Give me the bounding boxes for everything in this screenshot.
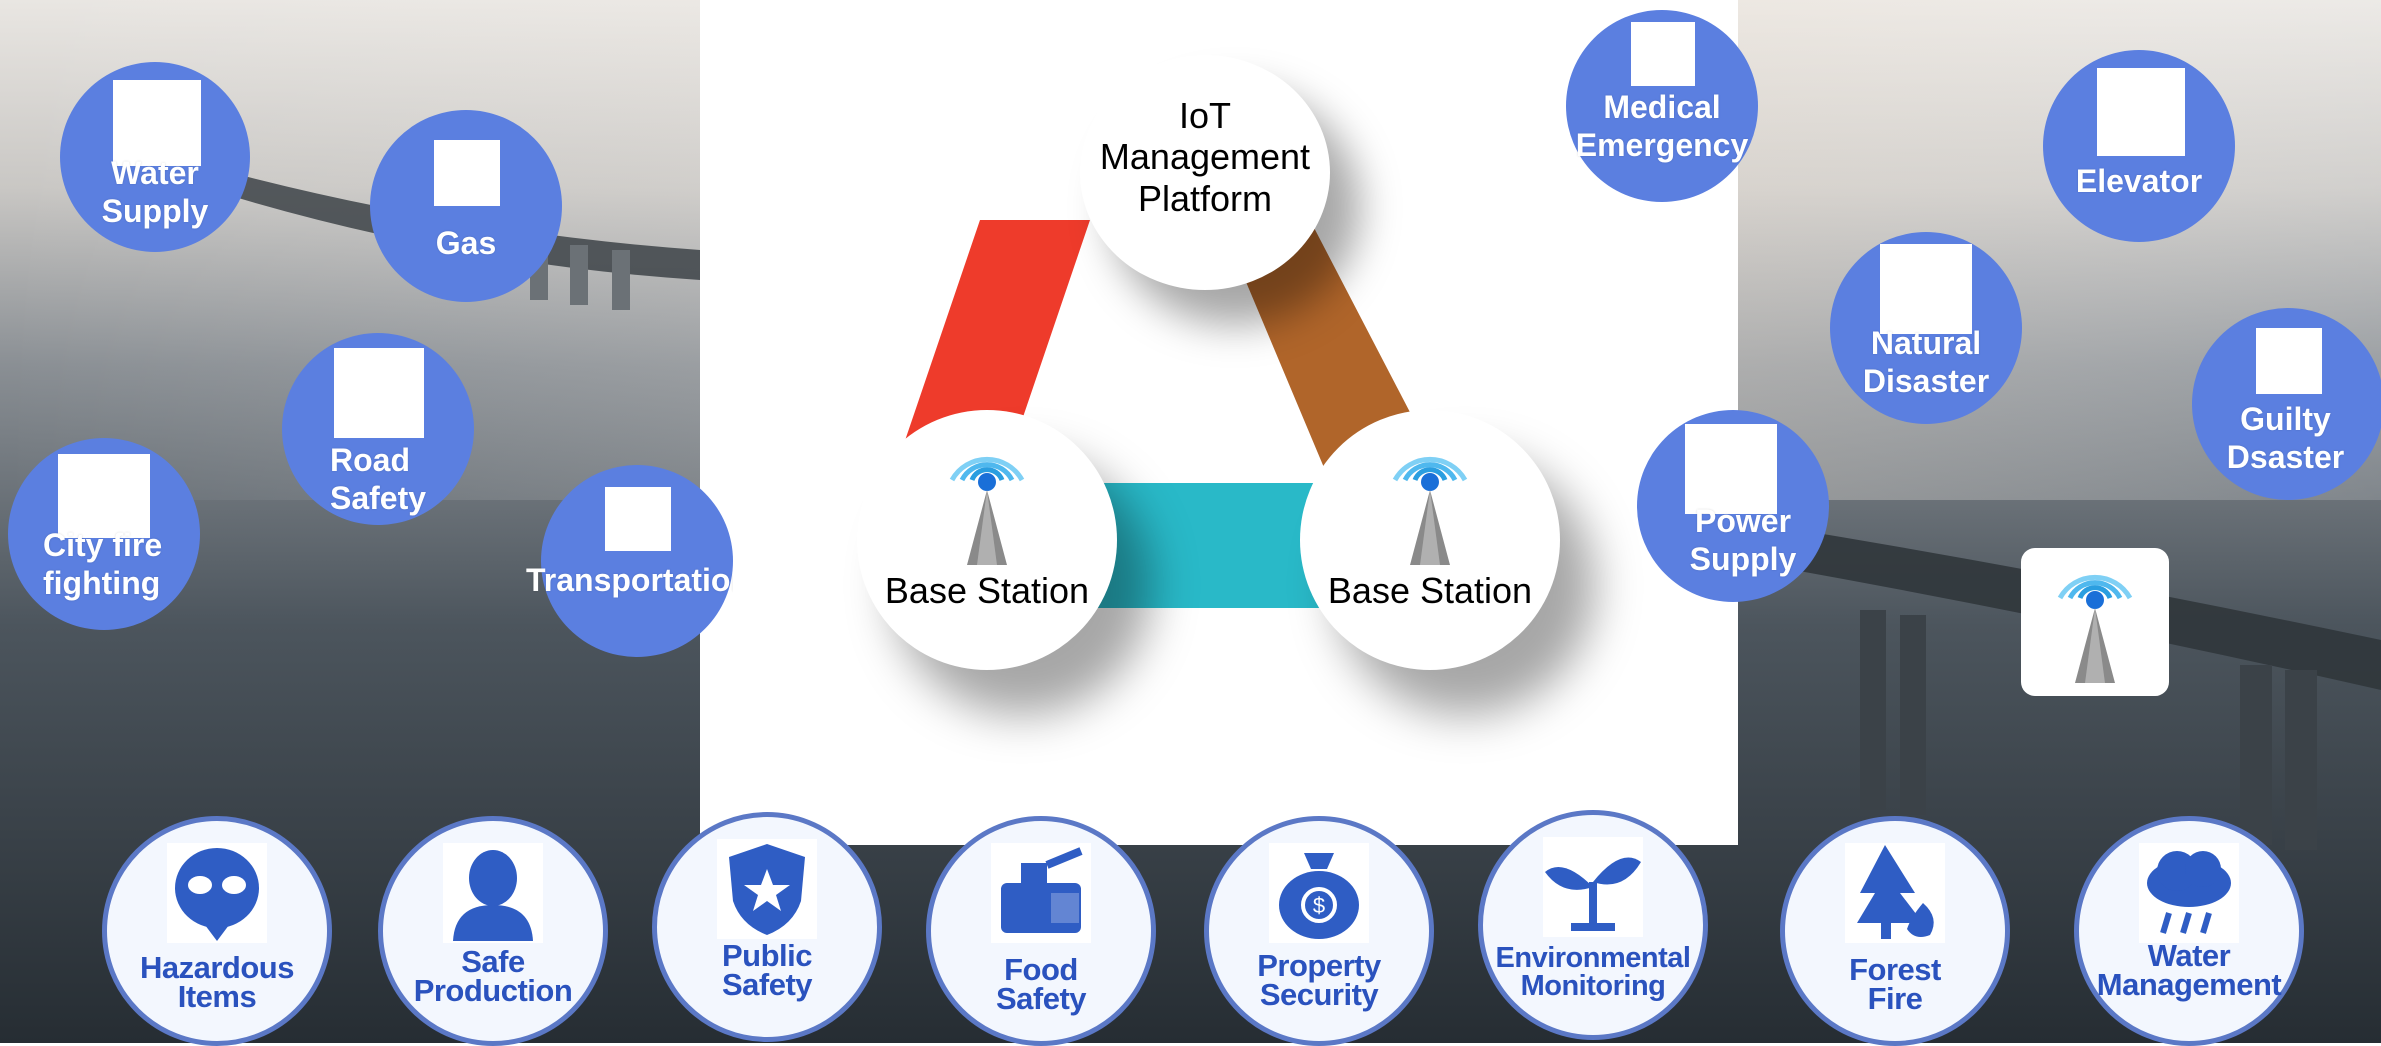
diagram-panel: IoT Management Platform Base Station Bas… [700,0,1738,845]
card-environmental-monitoring[interactable]: Environmental Monitoring [1478,810,1708,1040]
band-right [1220,220,1440,470]
bubble-label: Gas [435,225,497,261]
rain-cloud-icon [2139,843,2239,943]
bubble-medical[interactable]: Medical Emergency [1566,10,1758,202]
radio-tower-icon [2057,574,2133,683]
bubble-elevator[interactable]: Elevator [2043,50,2235,242]
bubble-natural-disaster[interactable]: Natural Disaster [1830,232,2022,424]
card-label: Food Safety [995,952,1087,1017]
money-bag-icon: $ [1269,843,1369,943]
cooking-pot-icon [991,843,1091,943]
road-safety-icon [334,348,424,438]
gas-icon [434,140,500,206]
base-station-right-node: Base Station [1300,410,1560,670]
bubble-label: Medical Emergency [1575,89,1749,164]
bubble-label: Road Safety [330,442,427,517]
card-property-security[interactable]: $ Property Security [1204,816,1434,1046]
worker-icon [443,843,543,943]
base-station-left-node: Base Station [857,410,1117,670]
card-label: Property Security [1257,948,1381,1013]
bubble-water-supply[interactable]: Water Supply [60,62,250,252]
svg-text:$: $ [1313,893,1325,918]
bubble-city-fire[interactable]: City fire fighting [8,438,200,630]
card-forest-fire[interactable]: Forest Fire [1780,816,2010,1046]
bubble-road-safety[interactable]: Road Safety [282,333,474,525]
elevator-icon [2097,68,2185,156]
iot-platform-label: IoT Management Platform [1099,95,1311,219]
card-label: Environmental Monitoring [1495,942,1691,1002]
card-label: Hazardous Items [140,950,294,1015]
natural-disaster-icon [1880,244,1972,334]
bubble-label: City fire fighting [43,527,163,602]
guilty-disaster-icon [2256,328,2322,394]
alien-face-icon [167,843,267,943]
card-label: Public Safety [721,938,813,1003]
medical-icon [1631,22,1695,86]
water-supply-icon [113,80,201,166]
bubble-label: Power Supply [1689,503,1797,578]
iot-platform-node: IoT Management Platform [1080,55,1330,290]
bubble-label: Elevator [2075,163,2203,199]
bubble-label: Natural Disaster [1862,325,1990,400]
card-food-safety[interactable]: Food Safety [926,816,1156,1046]
base-station-left-label: Base Station [884,570,1090,611]
bubble-label: Transportation [526,562,733,598]
base-station-right-label: Base Station [1327,570,1533,611]
bubble-gas[interactable]: Gas [370,110,562,302]
bubble-transportation[interactable]: Transportation [526,465,733,657]
power-icon [1685,424,1777,514]
radio-tower-icon [949,456,1025,565]
fire-icon [58,454,150,538]
bubble-power-supply[interactable]: Power Supply [1637,410,1829,602]
bubble-label: Water Supply [101,155,209,230]
card-label: Safe Production [413,944,573,1009]
sprout-icon [1543,837,1643,937]
band-left [895,220,1090,470]
card-water-management[interactable]: Water Management [2074,816,2304,1046]
card-public-safety[interactable]: Public Safety [652,812,882,1042]
tower-tile[interactable] [2021,548,2169,696]
card-label: Forest Fire [1849,952,1941,1017]
bubble-guilty-disaster[interactable]: Guilty Dsaster [2192,308,2381,500]
radio-tower-icon [1392,456,1468,565]
bubble-label: Guilty Dsaster [2226,401,2345,476]
card-hazardous-items[interactable]: Hazardous Items [102,816,332,1046]
card-safe-production[interactable]: Safe Production [378,816,608,1046]
card-label: Water Management [2096,938,2282,1003]
tree-fire-icon [1845,843,1945,943]
transportation-icon [605,487,671,551]
police-badge-icon [717,839,817,939]
